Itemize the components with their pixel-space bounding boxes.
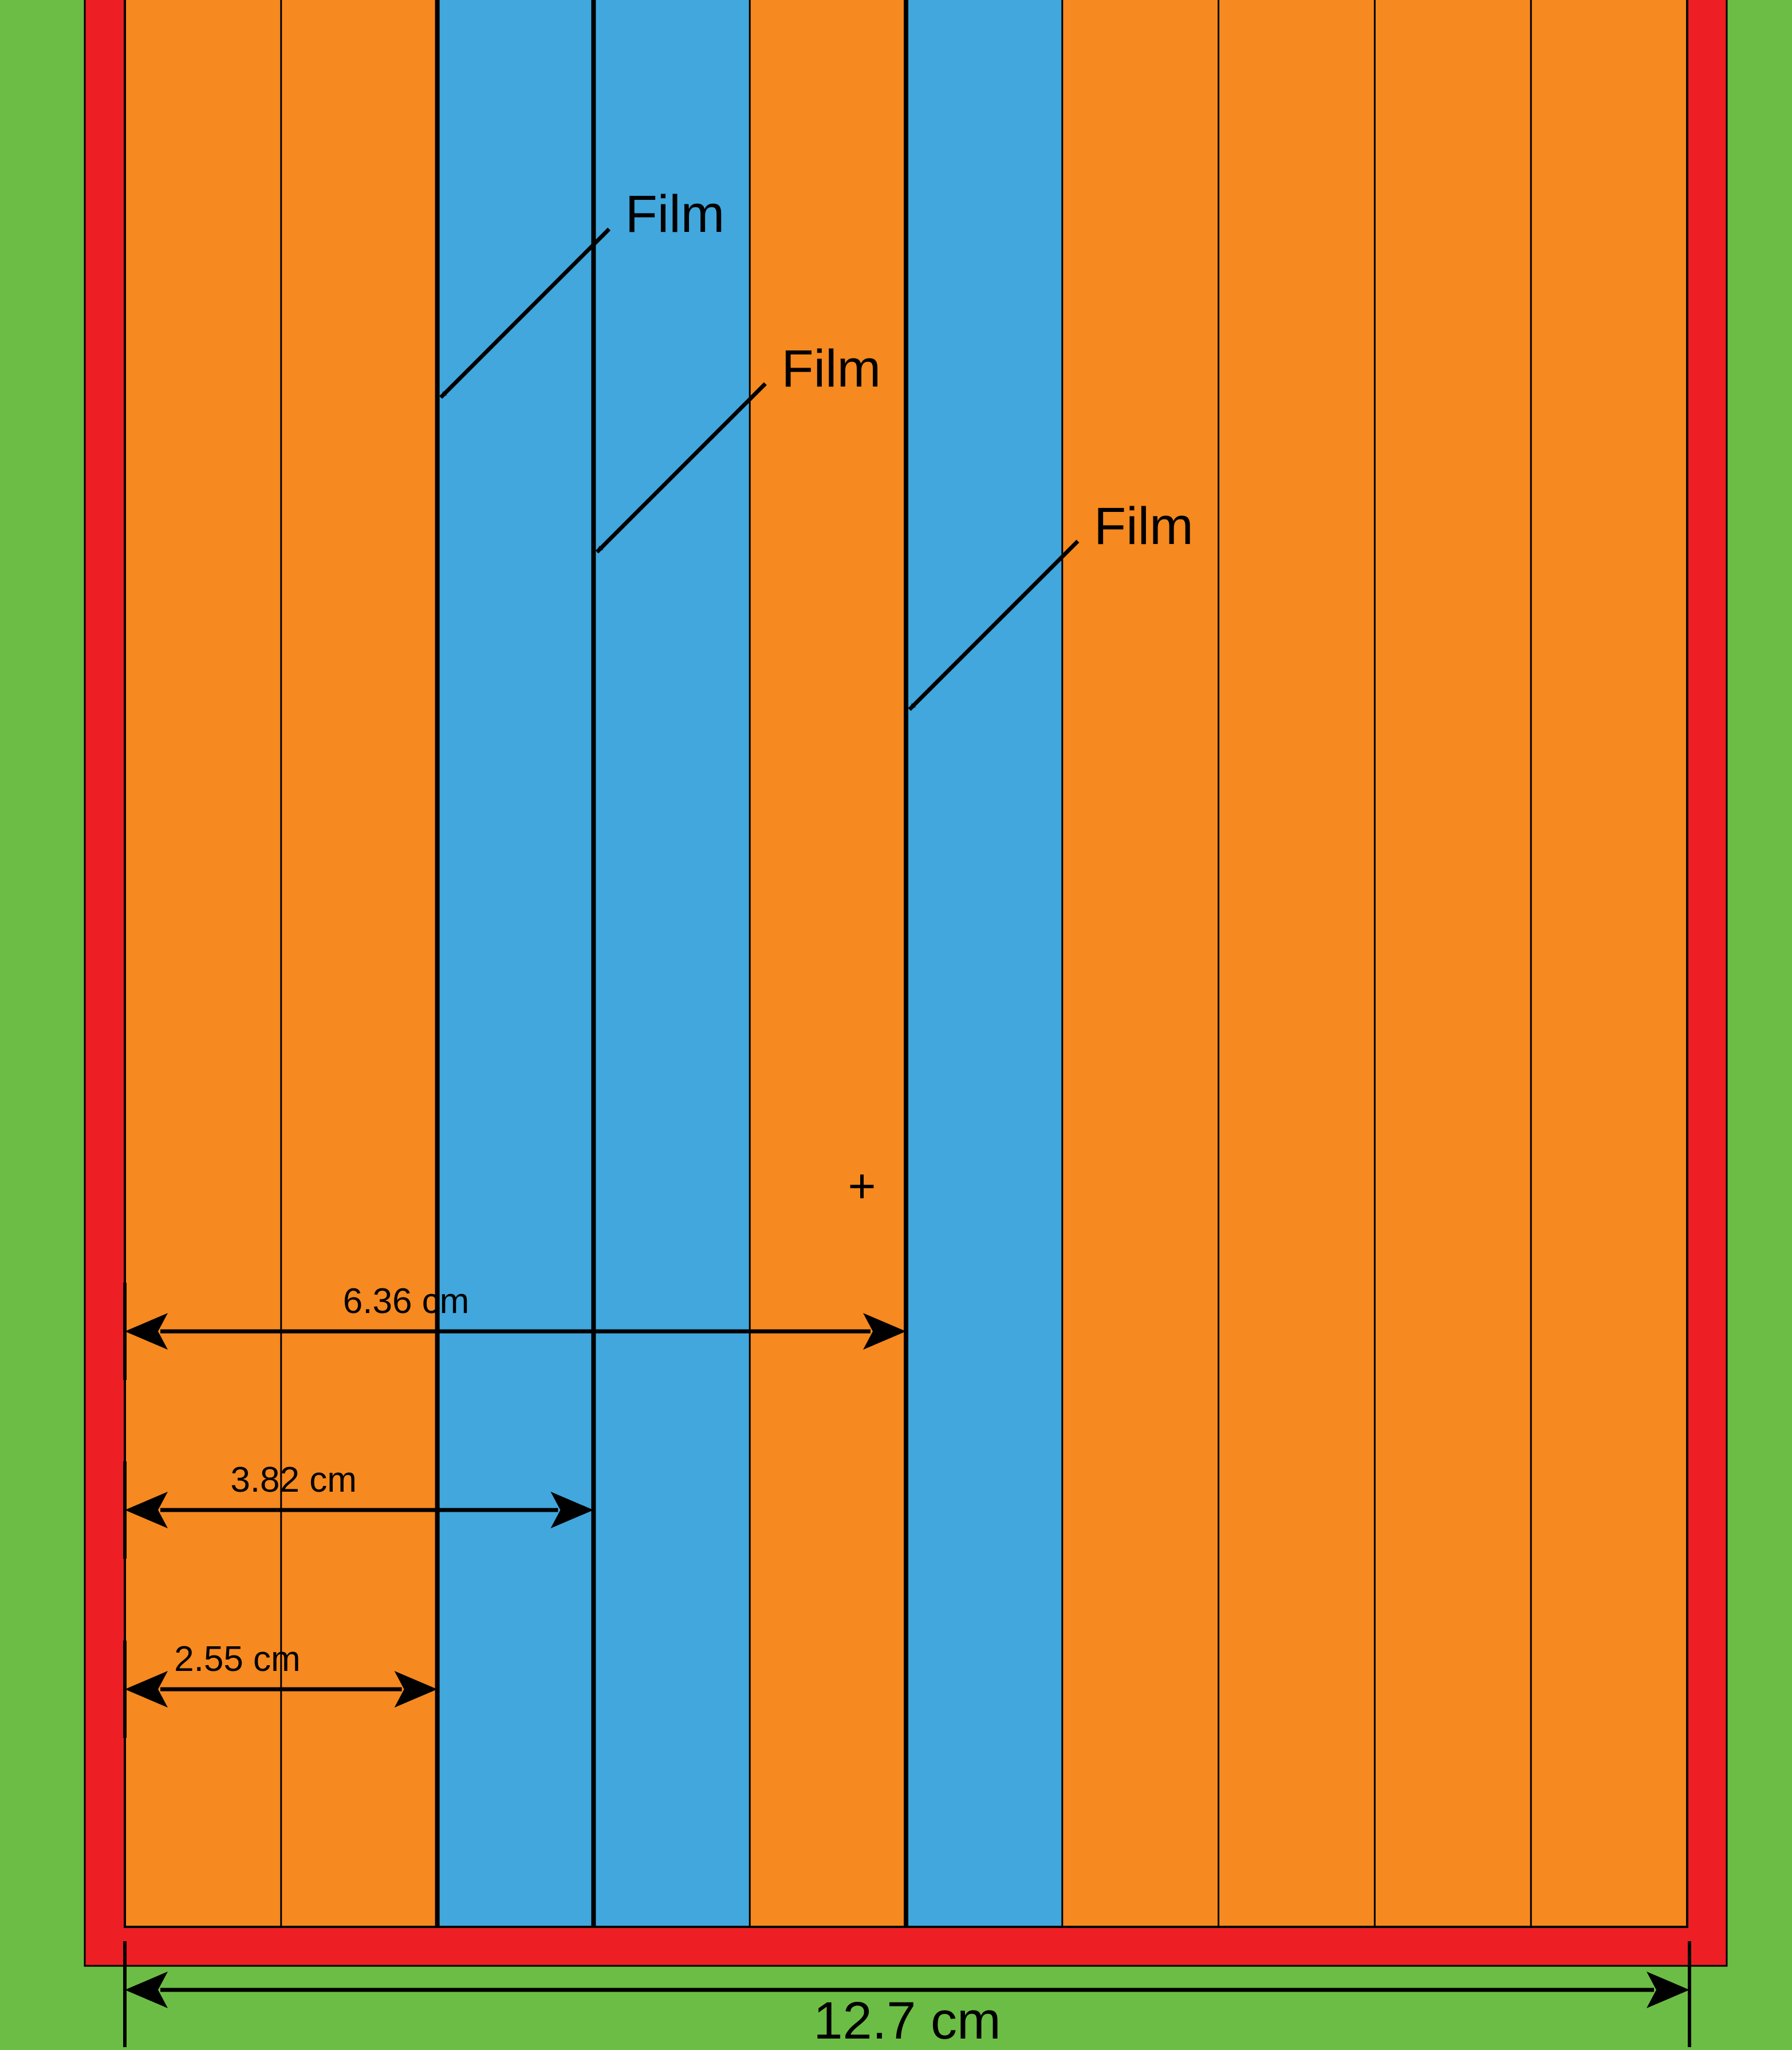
film-label: Film	[781, 340, 881, 398]
arrowhead-left	[125, 1313, 168, 1350]
slab	[281, 0, 438, 1927]
slab	[1062, 0, 1219, 1927]
dimension-label: 3.82 cm	[230, 1460, 357, 1500]
film-label: Film	[1094, 497, 1194, 555]
slab	[593, 0, 750, 1927]
slab	[750, 0, 906, 1927]
arrowhead-left	[125, 1492, 168, 1528]
arrowhead-left	[125, 1671, 168, 1708]
center-marker: +	[848, 1159, 876, 1213]
arrowhead-right	[550, 1492, 594, 1528]
dimension-arrow	[125, 1313, 906, 1350]
inner-boundary	[124, 0, 1688, 1928]
total-width-label: 12.7 cm	[813, 1992, 1001, 2047]
dimension-arrow	[125, 1671, 438, 1708]
slab	[906, 0, 1062, 1927]
slab	[125, 0, 281, 1927]
film-arrow	[439, 227, 611, 399]
arrowhead-right	[1647, 1972, 1689, 2008]
arrowhead-left	[125, 1972, 168, 2008]
dimension-label: 2.55 cm	[174, 1639, 301, 1679]
slab	[1531, 0, 1687, 1927]
arrowhead-right	[863, 1313, 906, 1350]
film-arrow	[595, 382, 767, 554]
slab	[1374, 0, 1531, 1927]
arrowhead-right	[394, 1671, 438, 1708]
slab	[1218, 0, 1375, 1927]
dimension-arrow	[125, 1492, 594, 1528]
film-arrow	[908, 539, 1080, 711]
dimension-label: 6.36 cm	[343, 1282, 470, 1321]
film-label: Film	[625, 185, 725, 243]
slab	[437, 0, 594, 1927]
